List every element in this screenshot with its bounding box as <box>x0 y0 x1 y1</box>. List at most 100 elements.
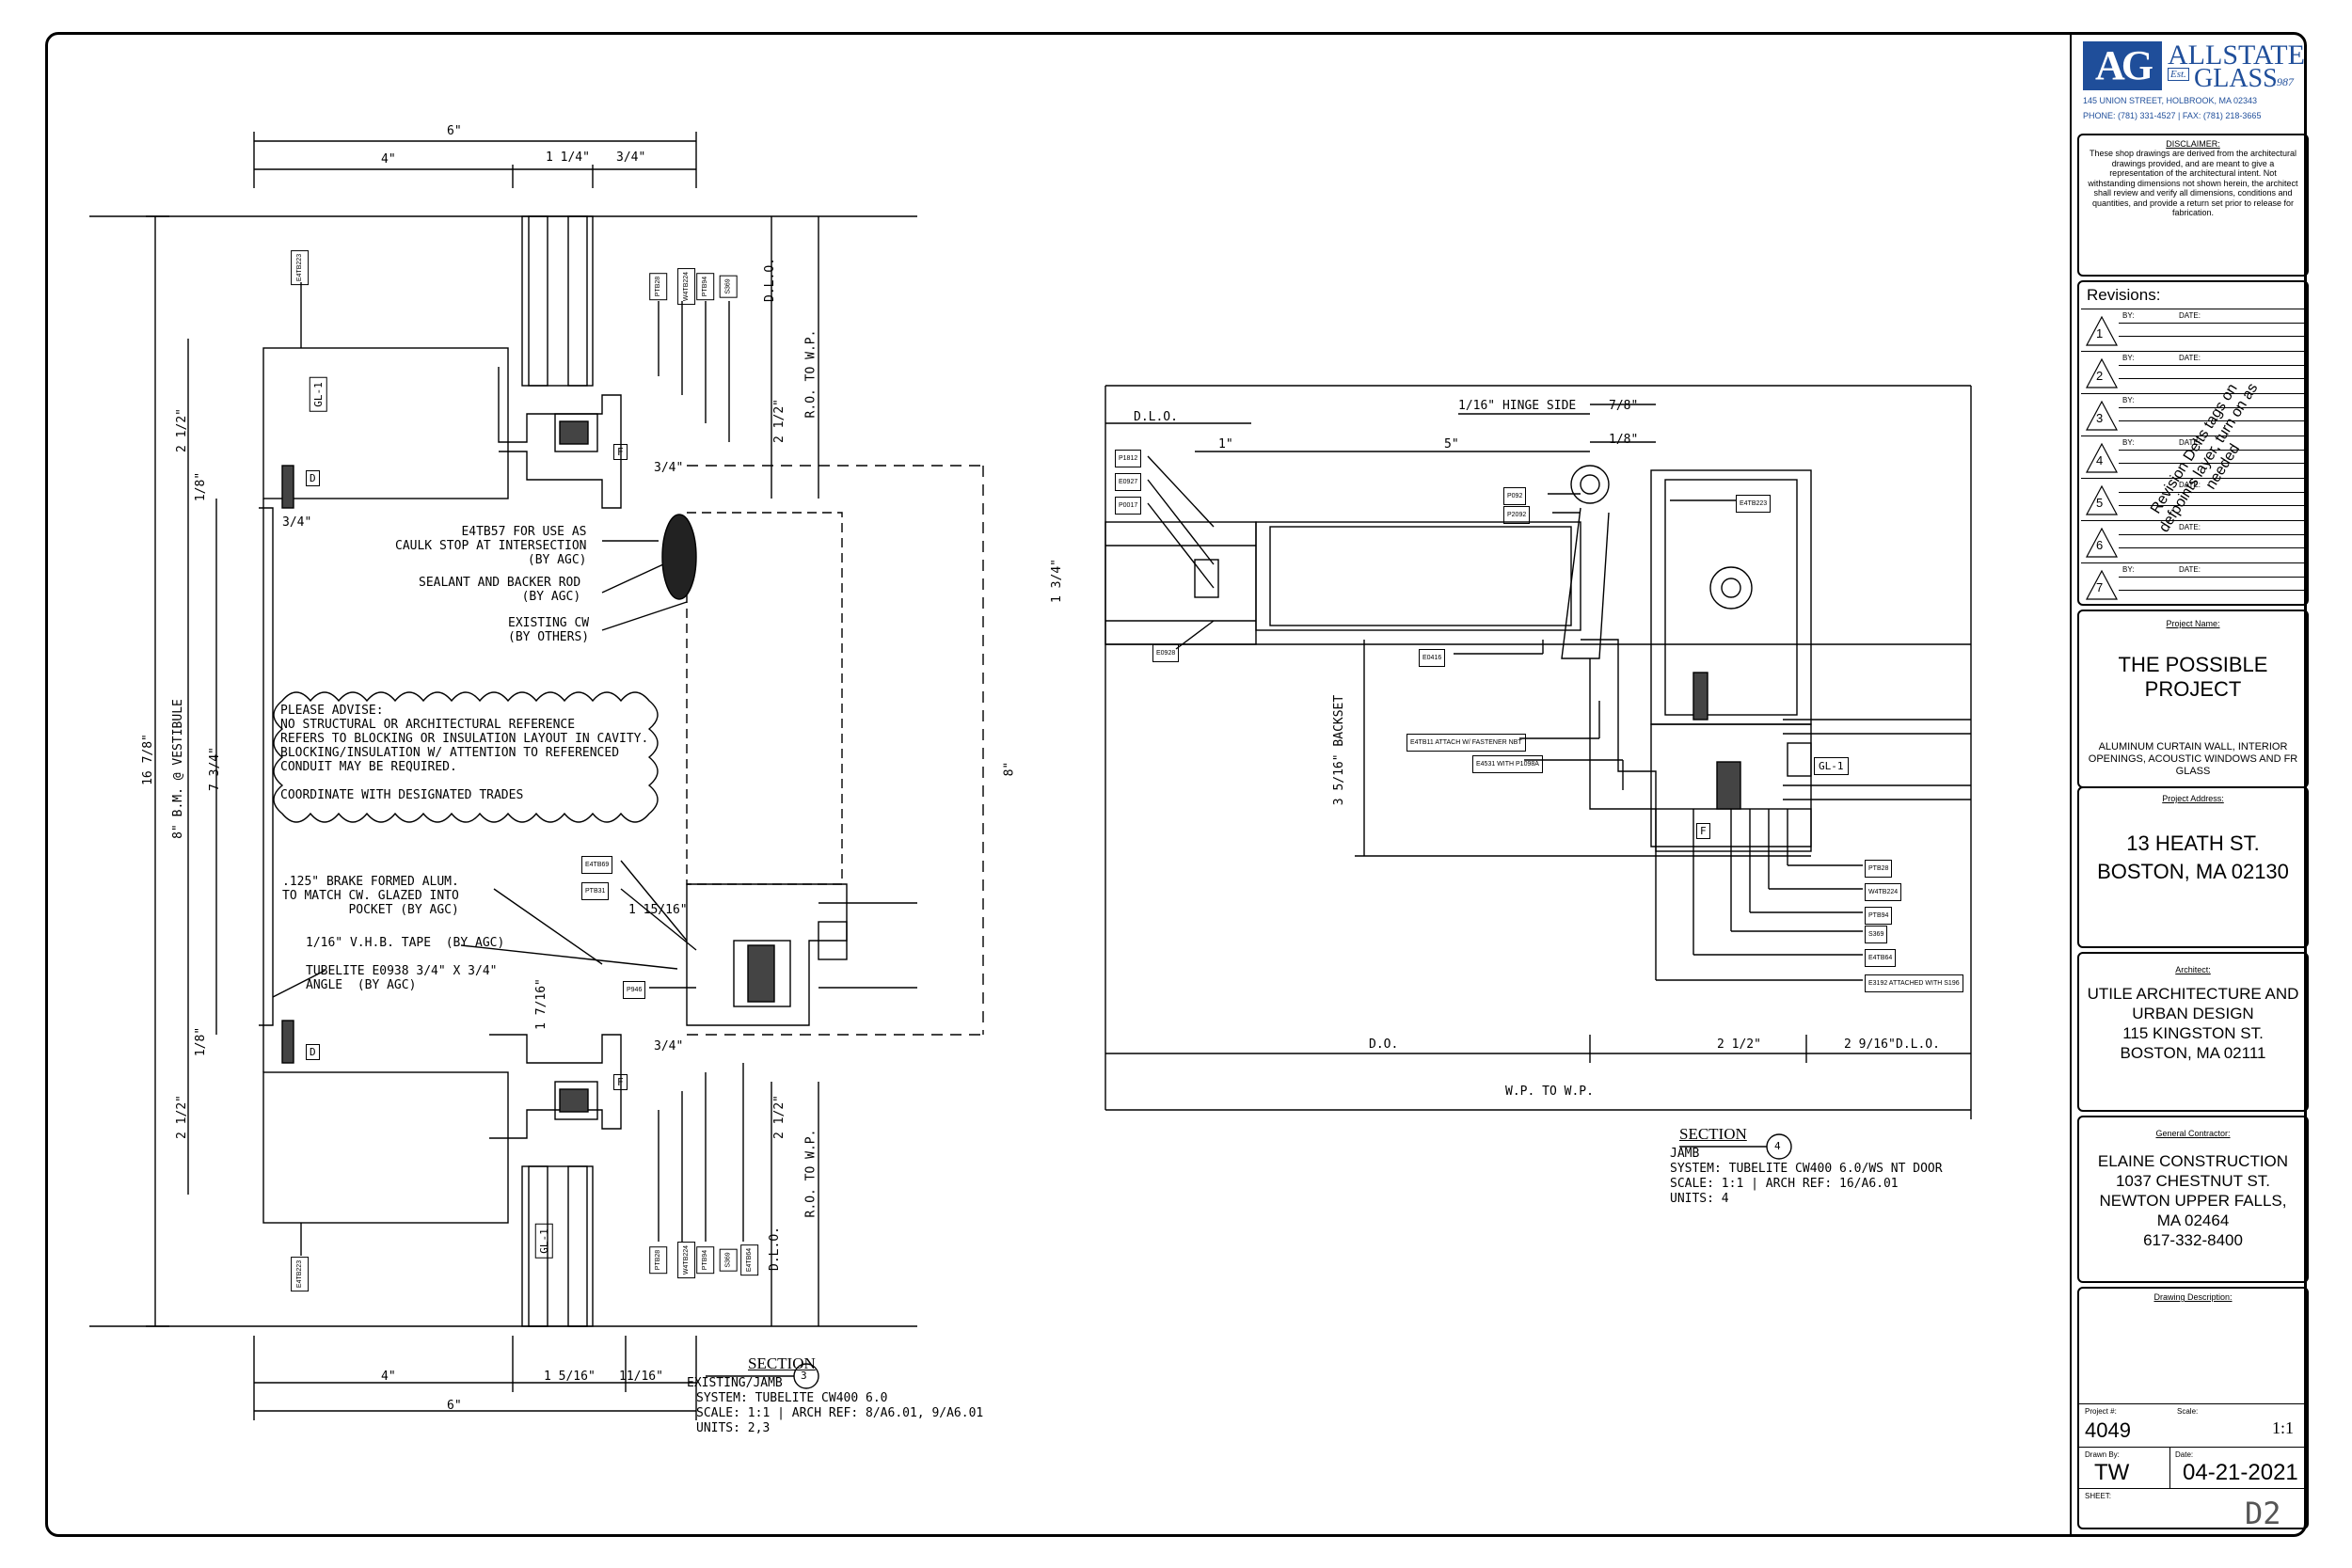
vhb-note: 1/16" V.H.B. TAPE (BY AGC) <box>306 936 505 950</box>
architect-line4: BOSTON, MA 02111 <box>2120 1044 2266 1062</box>
tag-ptb94-upper: PTB94 <box>696 272 715 301</box>
project-name-box: Project Name: THE POSSIBLE PROJECT ALUMI… <box>2077 610 2309 788</box>
date-value: 04-21-2021 <box>2183 1460 2298 1485</box>
revision-number: 1 <box>2096 326 2104 341</box>
company-est: Est. <box>2168 68 2189 81</box>
dim-ro-wp-bottom: R.O. TO W.P. <box>803 1129 818 1218</box>
revision-row: 5 DATE: <box>2081 478 2307 520</box>
revision-row: 1 BY: DATE: <box>2081 309 2307 351</box>
architect-line1: UTILE ARCHITECTURE AND <box>2087 985 2299 1003</box>
dim-2-1-2-upper: 2 1/2" <box>174 408 189 452</box>
revision-by-label: BY: <box>2122 565 2135 574</box>
dim4-1-8: 1/8" <box>1609 433 1639 447</box>
date-label: Date: <box>2175 1450 2194 1459</box>
f-label-upper: F <box>613 444 628 460</box>
revision-by-label: BY: <box>2122 438 2135 447</box>
tag-e0927: E0927 <box>1115 473 1142 491</box>
contractor-label: General Contractor: <box>2155 1129 2231 1138</box>
dim-1-15-16: 1 15/16" <box>628 903 688 917</box>
dim-7-3-4: 7 3/4" <box>207 747 222 791</box>
scale-label: Scale: <box>2177 1407 2199 1416</box>
revisions-box: Revisions: 1 BY: DATE: 2 BY: DATE: 3 <box>2077 280 2309 606</box>
dim4-1: 1" <box>1218 437 1233 451</box>
revision-row: 2 BY: DATE: <box>2081 351 2307 393</box>
tag-w4tb224: W4TB224 <box>1865 883 1902 901</box>
dim-height: 16 7/8" <box>140 734 155 785</box>
drawn-by: TW <box>2094 1460 2130 1485</box>
project-number: 4049 <box>2085 1418 2131 1442</box>
dim4-5: 5" <box>1444 437 1459 451</box>
caulk-stop-note: E4TB57 FOR USE AS CAULK STOP AT INTERSEC… <box>395 525 587 567</box>
section4-scale: SCALE: 1:1 | ARCH REF: 16/A6.01 <box>1670 1177 1899 1191</box>
dim-3-4-top: 3/4" <box>616 150 646 165</box>
d-label-upper: D <box>306 470 320 486</box>
section4-sub: JAMB <box>1670 1147 1700 1161</box>
sheet-label: SHEET: <box>2085 1492 2112 1500</box>
revision-date-label: DATE: <box>2179 565 2201 574</box>
section3-scale: SCALE: 1:1 | ARCH REF: 8/A6.01, 9/A6.01 <box>696 1406 984 1420</box>
tag-e4tb11: E4TB11 ATTACH W/ FASTENER NBT <box>1406 734 1526 752</box>
tag-p2092: P2092 <box>1503 506 1531 524</box>
revision-triangle-icon <box>2086 527 2118 558</box>
tag-e4tb64-lower: E4TB64 <box>740 1243 759 1276</box>
scale-value: 1:1 <box>2272 1418 2295 1437</box>
company-address: 145 UNION STREET, HOLBROOK, MA 02343 <box>2083 96 2258 105</box>
dim4-backset: 3 5/16" BACKSET <box>1332 694 1347 806</box>
company-logo: AG <box>2083 41 2162 90</box>
tag-p092: P092 <box>1503 487 1527 505</box>
contractor-line3: NEWTON UPPER FALLS, <box>2099 1192 2287 1210</box>
tag-p946: P946 <box>623 981 646 999</box>
disclaimer-box: DISCLAIMER: These shop drawings are deri… <box>2077 134 2309 277</box>
project-address-line2: BOSTON, MA 02130 <box>2097 860 2289 883</box>
revision-number: 4 <box>2096 453 2104 467</box>
tag-e0928: E0928 <box>1152 644 1180 662</box>
tag-e4tb223: E4TB223 <box>1736 495 1772 513</box>
revision-number: 3 <box>2096 411 2104 425</box>
dim-6-top: 6" <box>447 124 462 138</box>
revision-number: 6 <box>2096 538 2104 552</box>
company-name-2: GLASS <box>2194 64 2278 93</box>
revision-triangle-icon <box>2086 569 2118 600</box>
tag-e4tb64: E4TB64 <box>1865 949 1897 967</box>
dim-dlo-top: D.L.O. <box>762 258 777 302</box>
architect-label: Architect: <box>2175 965 2211 974</box>
tag-s369: S369 <box>1865 926 1888 943</box>
f-label-lower: F <box>613 1074 628 1090</box>
tag-p1812: P1812 <box>1115 450 1142 467</box>
tag-p0017: P0017 <box>1115 497 1142 515</box>
dim-2-1-2-right-upper: 2 1/2" <box>771 399 787 443</box>
revision-number: 7 <box>2096 580 2104 594</box>
company-phone: PHONE: (781) 331-4527 | FAX: (781) 218-3… <box>2083 111 2262 120</box>
tag-ptb94-lower: PTB94 <box>696 1245 715 1275</box>
angle-note: TUBELITE E0938 3/4" X 3/4" ANGLE (BY AGC… <box>306 964 498 992</box>
dim-3-4-seal-lower: 3/4" <box>654 1039 684 1053</box>
tag-e4tb223-upper: E4TB223 <box>291 249 310 286</box>
company-year: 1987 <box>2271 75 2294 88</box>
section4-title: SECTION <box>1679 1125 1747 1143</box>
section3-units: UNITS: 2,3 <box>696 1421 771 1435</box>
revision-triangle-icon <box>2086 442 2118 473</box>
revision-row: 6 DATE: <box>2081 520 2307 562</box>
company-name-1: ALLSTATE <box>2168 40 2305 71</box>
project-scope: ALUMINUM CURTAIN WALL, INTERIOR OPENINGS… <box>2088 741 2298 777</box>
architect-line3: 115 KINGSTON ST. <box>2122 1024 2264 1042</box>
tag-ptb28-upper: PTB28 <box>649 272 668 301</box>
tag-s369-lower: S369 <box>719 1248 738 1272</box>
contractor-line1: ELAINE CONSTRUCTION <box>2097 1152 2289 1170</box>
tag-ptb31: PTB31 <box>581 882 610 900</box>
project-name: THE POSSIBLE PROJECT <box>2118 653 2268 701</box>
disclaimer-text: These shop drawings are derived from the… <box>2088 149 2298 217</box>
section4-system: SYSTEM: TUBELITE CW400 6.0/WS NT DOOR <box>1670 1162 1943 1176</box>
dim-1-8-upper: 1/8" <box>194 471 209 502</box>
gl1-label-upper: GL-1 <box>309 377 327 412</box>
gl1-label-sec4: GL-1 <box>1814 757 1849 775</box>
company-header: AG ALLSTATE Est. GLASS 1987 145 UNION ST… <box>2083 40 2305 130</box>
revision-triangle-icon <box>2086 400 2118 431</box>
architect-box: Architect: UTILE ARCHITECTURE AND URBAN … <box>2077 952 2309 1112</box>
existing-cw-note: EXISTING CW (BY OTHERS) <box>508 616 590 644</box>
revision-by-label: BY: <box>2122 396 2135 404</box>
gl1-label-lower: GL-1 <box>534 1224 553 1259</box>
sealant-note: SEALANT AND BACKER ROD (BY AGC) <box>419 576 581 604</box>
dim4-7-8: 7/8" <box>1609 399 1639 413</box>
tag-w4tb224-upper: W4TB224 <box>677 267 696 306</box>
